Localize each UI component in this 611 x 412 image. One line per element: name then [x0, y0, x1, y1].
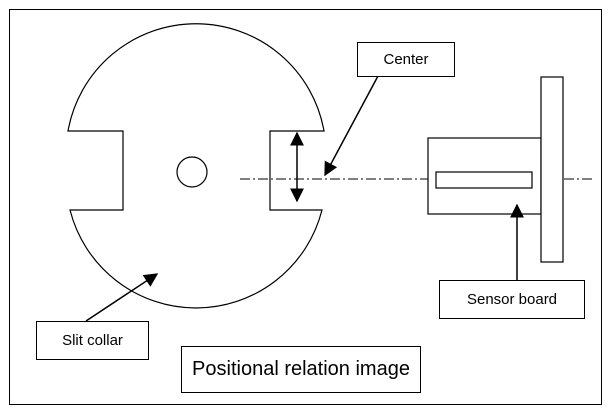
- outer-frame: [9, 9, 602, 405]
- sensor-board-label: Sensor board: [439, 280, 585, 319]
- collar-center-hole: [176, 156, 208, 188]
- sensor-slot: [435, 171, 533, 189]
- slit-collar-pointer-arrow: [85, 273, 159, 322]
- center-label: Center: [357, 42, 455, 77]
- slit-collar-label: Slit collar: [36, 321, 149, 360]
- sensor-board-flange: [540, 76, 564, 263]
- sensor-board-body: [427, 137, 542, 215]
- diagram-caption: Positional relation image: [181, 346, 421, 393]
- center-pointer-arrow: [324, 75, 379, 177]
